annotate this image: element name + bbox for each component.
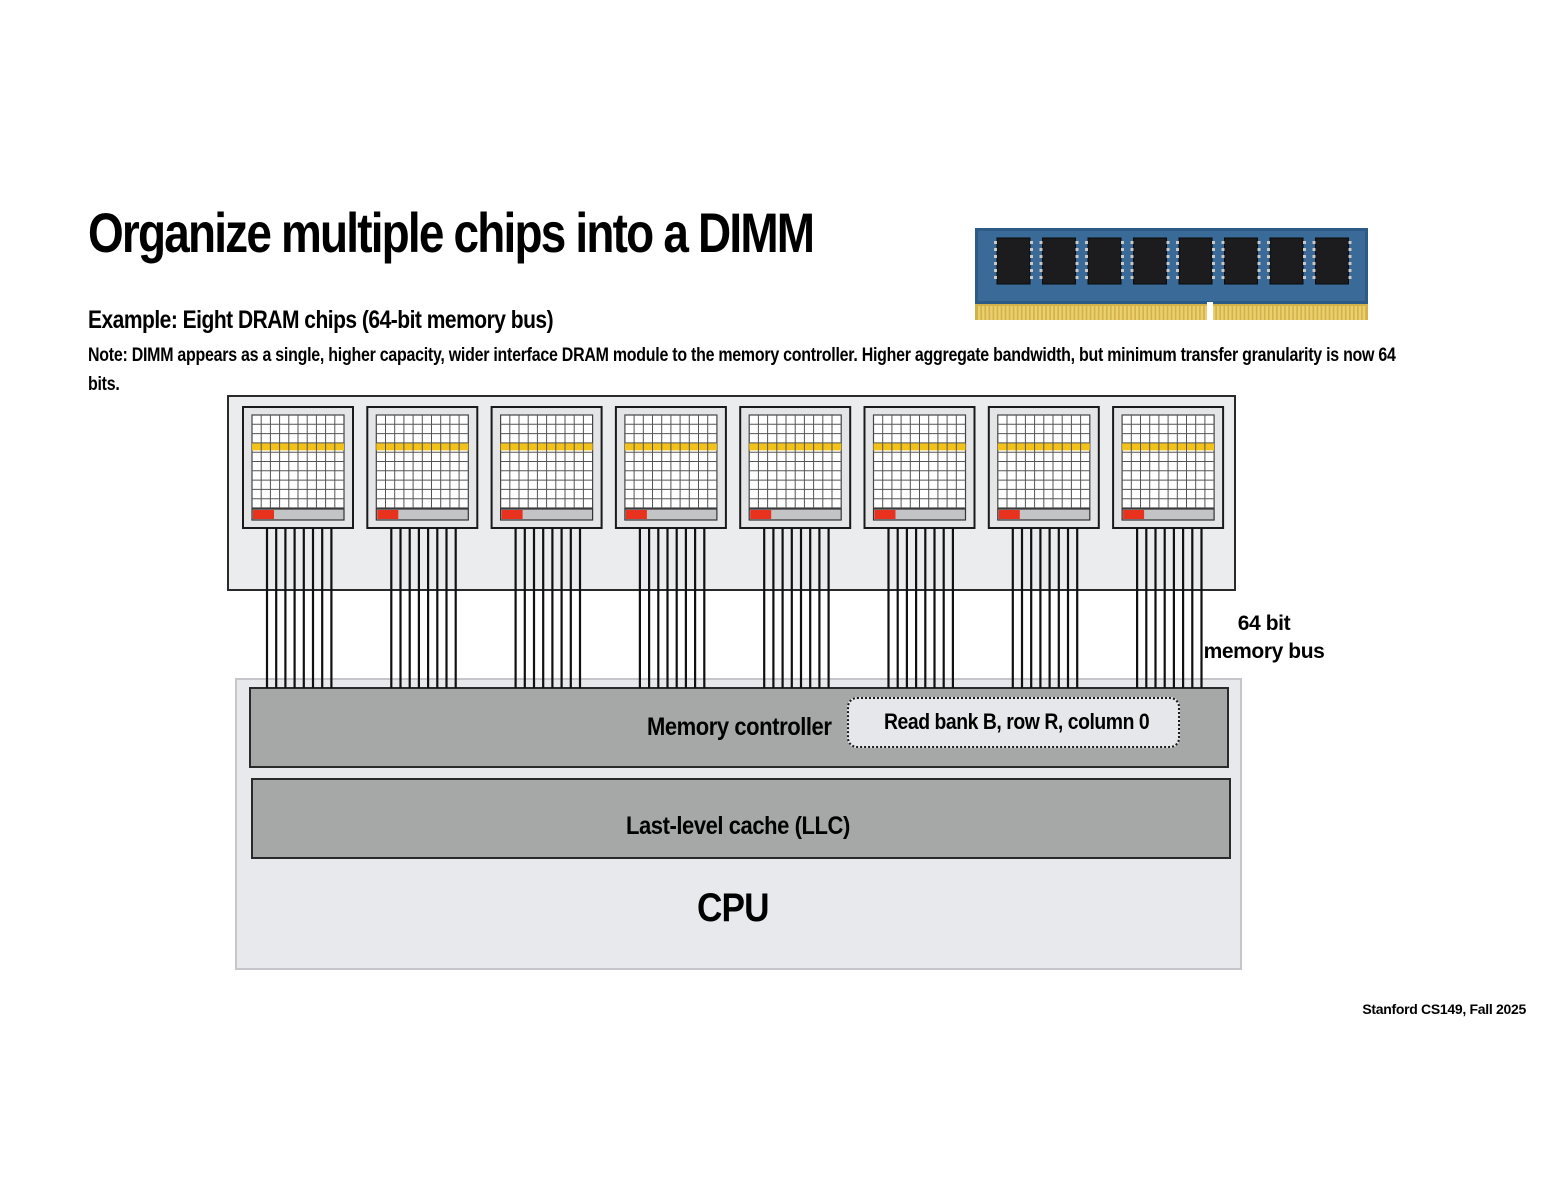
column-select [377,510,399,519]
row-buffer [375,508,469,521]
dram-chip [366,406,479,529]
photo-chip [1224,237,1258,285]
photo-chip [996,237,1031,285]
photo-chip [1133,237,1167,285]
row-buffer [500,508,594,521]
read-command-box [847,697,1180,748]
slide-title: Organize multiple chips into a DIMM [88,201,815,264]
column-select [253,510,274,519]
cpu-label: CPU [697,886,770,930]
dram-chip [739,406,852,529]
photo-chip [1269,237,1304,285]
last-level-cache [251,778,1231,859]
row-buffer [748,508,842,521]
row-buffer [251,508,345,521]
row-buffer [624,508,718,521]
slide-note: Note: DIMM appears as a single, higher c… [88,345,1396,395]
row-buffer [1121,508,1215,521]
photo-chip [1315,237,1349,285]
column-select [625,510,647,519]
column-select [874,510,896,519]
dram-chip [863,406,976,529]
column-select [1123,510,1145,519]
row-buffer [997,508,1091,521]
column-select [750,510,772,519]
photo-chip [1087,237,1122,285]
row-buffer [872,508,967,521]
dram-chip [490,406,603,529]
memory-controller-label: Memory controller [647,713,832,741]
column-select [501,510,523,519]
dram-chip [614,406,727,529]
slide-subtitle: Example: Eight DRAM chips (64-bit memory… [88,306,554,334]
column-select [998,510,1020,519]
llc-label: Last-level cache (LLC) [626,812,850,840]
photo-chip [1178,237,1213,285]
read-command-label: Read bank B, row R, column 0 [884,709,1150,734]
photo-chip [1042,237,1076,285]
memory-bus-label: 64 bit memory bus [1203,612,1325,663]
footer-credit: Stanford CS149, Fall 2025 [1362,1001,1526,1017]
dram-chip [1112,406,1225,529]
dimm-module-image [975,228,1368,320]
dram-chip [242,406,354,529]
dram-chip [987,406,1100,529]
